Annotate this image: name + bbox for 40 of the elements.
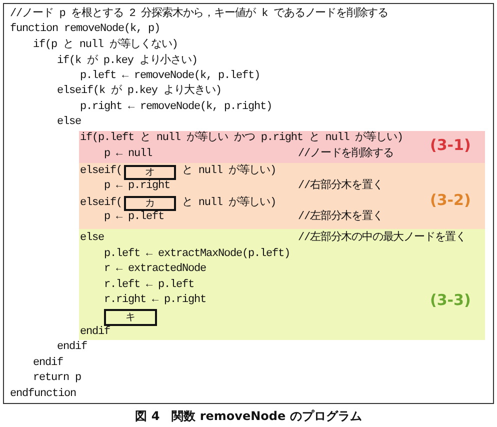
answer-box: カ [124,196,176,211]
code-line: return p [33,371,82,385]
highlight-band [79,229,485,340]
figure-caption: 図 4 関数 removeNode のプログラム [135,409,362,423]
step-label: (3-2) [430,191,471,209]
step-label: (3-1) [430,136,471,154]
code-line: if(p.left と null が等しい かつ p.right と null が等しい) [80,131,403,145]
highlight-band [79,131,485,163]
code-line: p ← null [104,147,152,161]
code-line: p ← p.right [104,179,170,193]
code-comment: //左部分木の中の最大ノードを置く [298,231,466,245]
code-comment: //左部分木を置く [298,210,383,224]
code-line: と null が等しい) [182,196,276,210]
code-line: p.left ← removeNode(k, p.left) [80,69,260,83]
code-comment: //ノードを削除する [298,147,394,161]
code-line: endif [33,356,64,370]
code-line: と null が等しい) [182,164,276,178]
code-line: endif [57,340,88,354]
answer-box: キ [104,309,157,326]
code-line: r.left ← p.left [104,278,194,292]
code-comment: //右部分木を置く [298,179,383,193]
code-line: elseif( [80,196,122,210]
step-label: (3-3) [430,291,471,309]
code-line: else [80,231,104,245]
code-line: p ← p.left [104,210,164,224]
code-line: r ← extractedNode [104,262,206,276]
code-line: elseif(k が p.key より大きい) [57,84,222,98]
answer-box: オ [124,165,176,180]
code-line: r.right ← p.right [104,293,206,307]
code-line: elseif( [80,164,122,178]
code-line: else [57,115,82,129]
code-line: p.right ← removeNode(k, p.right) [80,100,272,114]
code-line: endfunction [10,387,76,401]
code-comment: //ノード p を根とする 2 分探索木から，キー値が k であるノードを削除する [10,7,388,21]
code-line: if(k が p.key より小さい) [57,54,198,68]
code-line: function removeNode(k, p) [10,22,160,36]
code-line: if(p と null が等しくない) [33,38,178,52]
highlight-band [79,163,485,229]
code-line: endif [80,325,110,339]
code-line: p.left ← extractMaxNode(p.left) [104,247,290,261]
